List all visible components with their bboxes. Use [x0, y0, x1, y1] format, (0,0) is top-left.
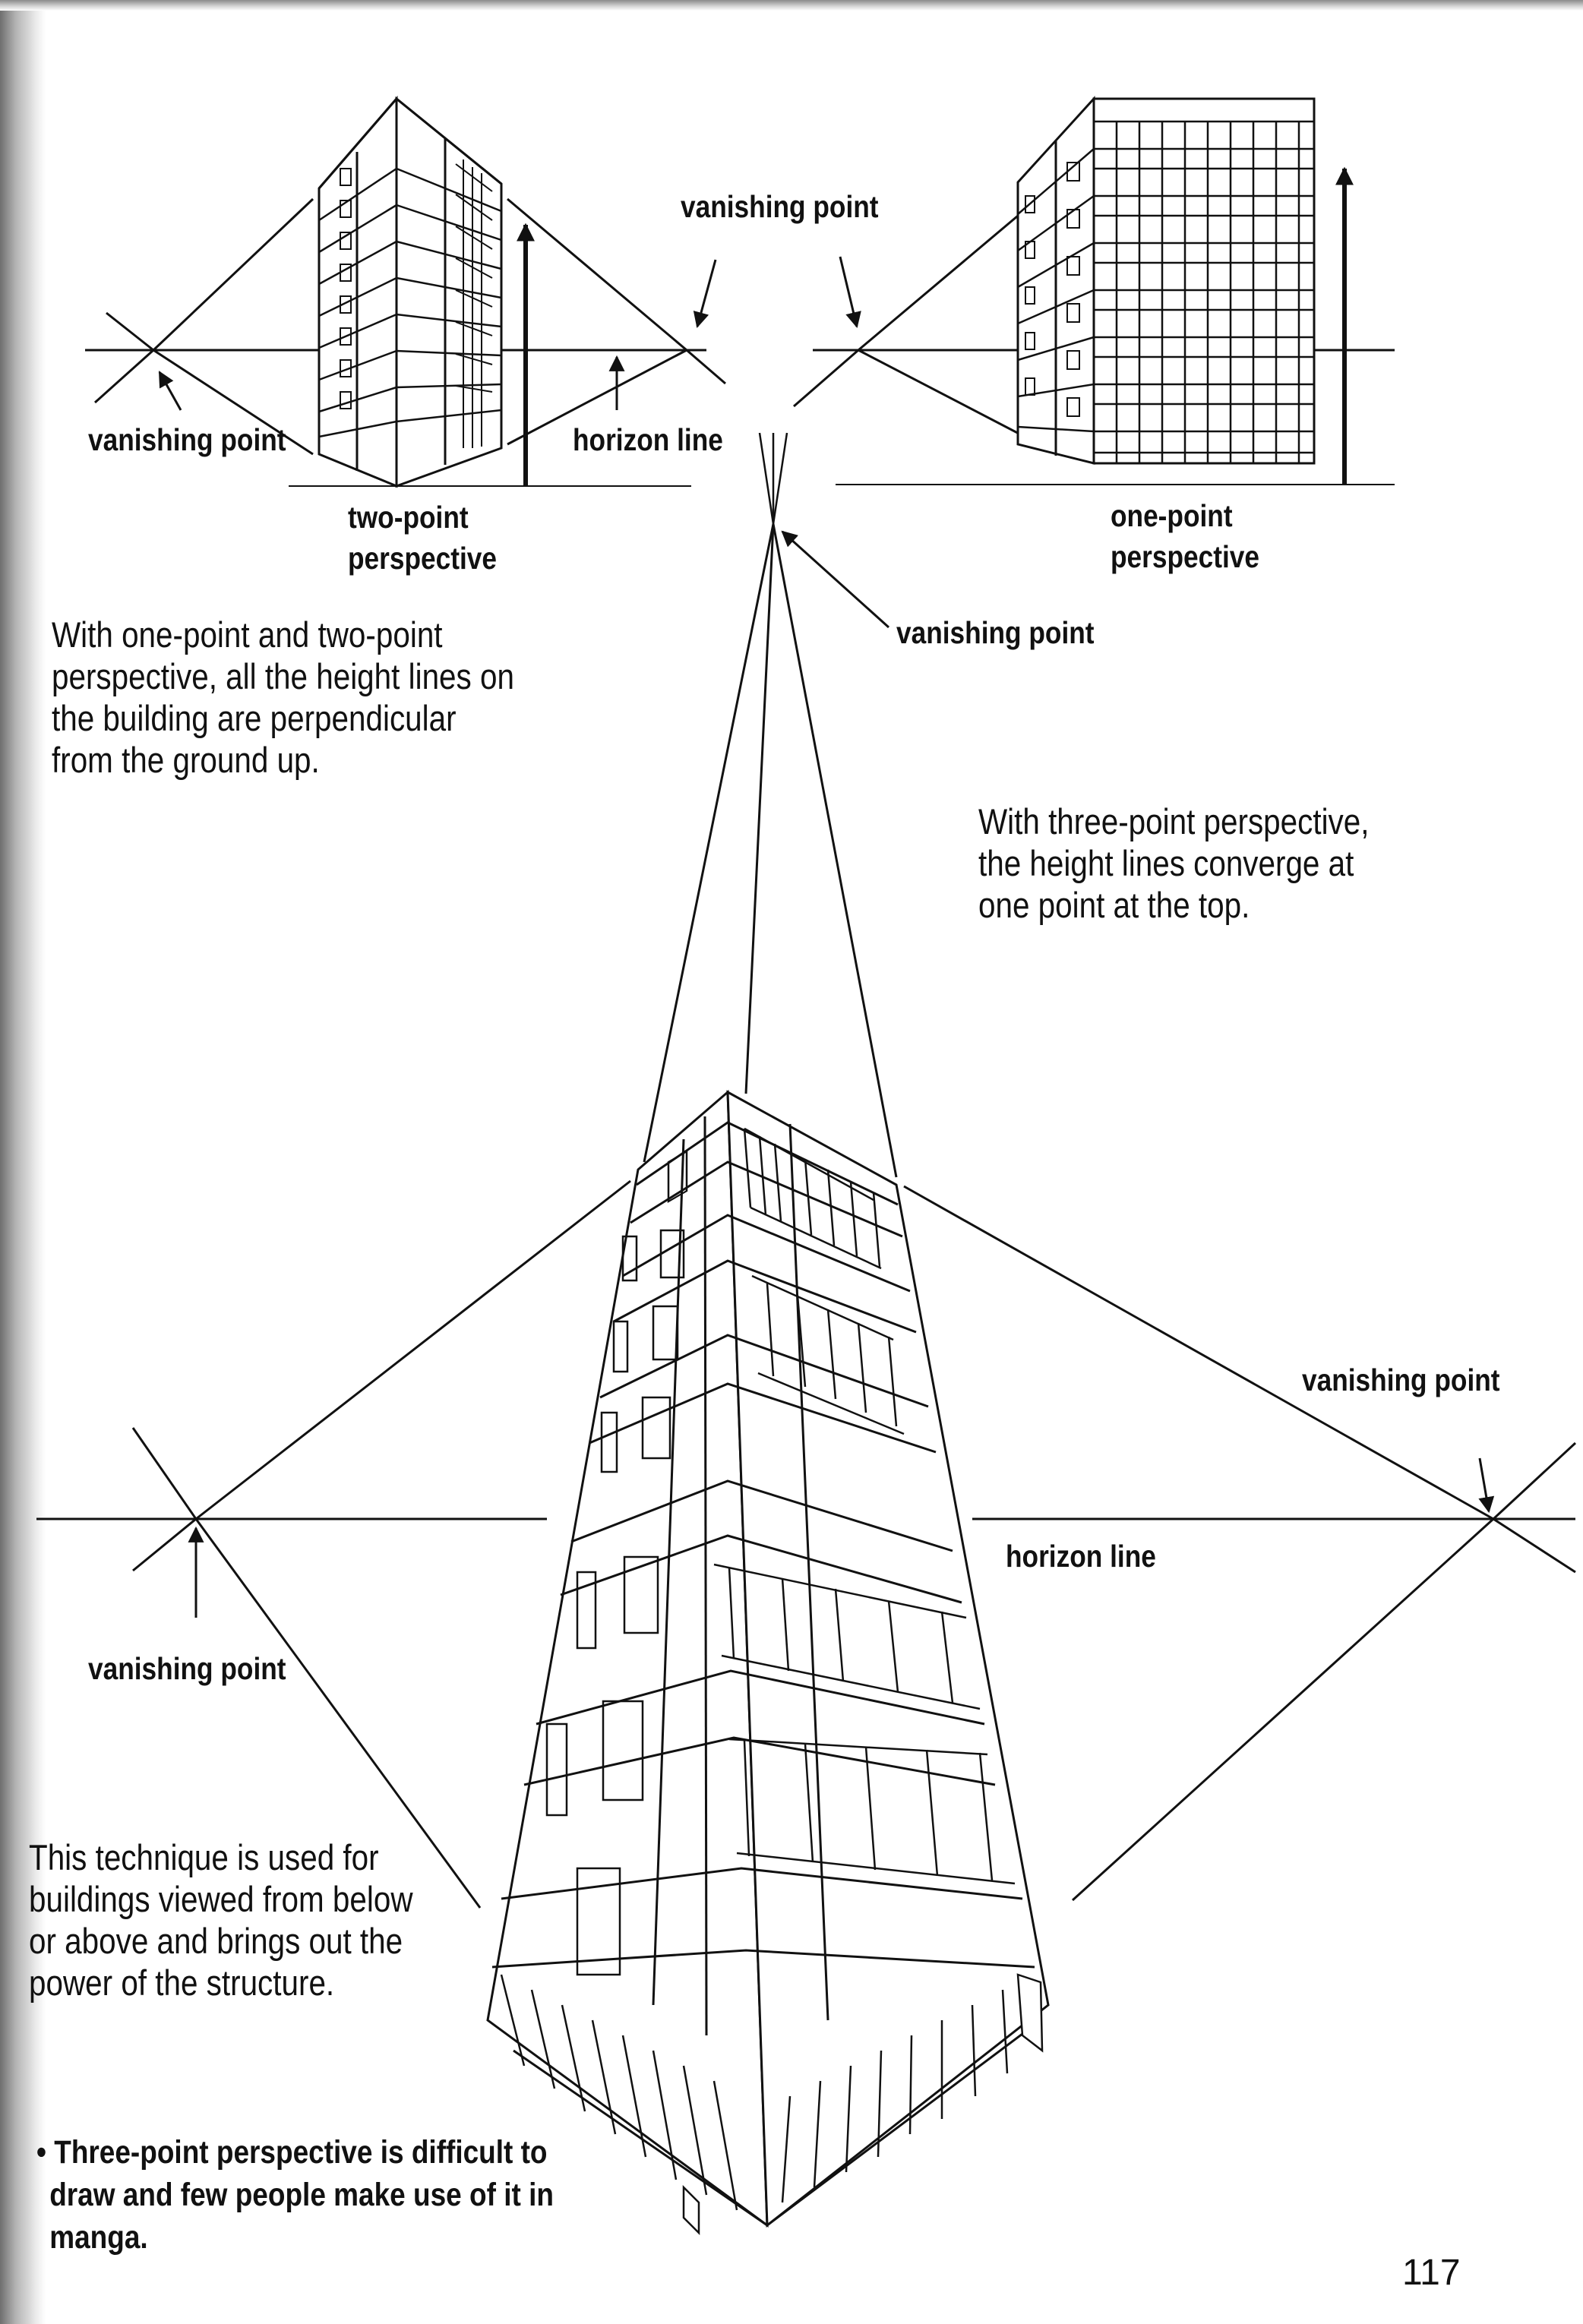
arrow-vp-bottom-right: [1478, 1457, 1495, 1514]
label-vanishing-point-bottom-right: vanishing point: [1302, 1363, 1500, 1397]
paragraph-line: With three-point perspective,: [978, 801, 1370, 842]
paragraph-line: perspective, all the height lines on: [52, 656, 514, 696]
label-two-point-line1: two-point: [348, 500, 469, 535]
paragraph-line: the building are perpendicular: [52, 698, 457, 738]
label-one-point-line1: one-point: [1111, 498, 1233, 533]
label-horizon-line-bottom: horizon line: [1006, 1539, 1156, 1574]
arrow-vp-top-center-left: [693, 259, 717, 329]
central-vanishing-point: [758, 432, 788, 525]
note-line: • Three-point perspective is difficult t…: [36, 2131, 554, 2174]
paragraph-one-two-point: With one-point and two-point perspective…: [52, 614, 514, 781]
arrow-vp-middle: [781, 530, 890, 629]
paragraph-line: the height lines converge at: [978, 843, 1354, 883]
paragraph-line: buildings viewed from below: [29, 1879, 413, 1919]
note-three-point-difficulty: • Three-point perspective is difficult t…: [36, 2131, 554, 2259]
three-point-building: [486, 1089, 1050, 2236]
label-vanishing-point-middle: vanishing point: [896, 615, 1095, 650]
label-one-point-line2: perspective: [1111, 539, 1259, 574]
scan-page-edge-shadow: [0, 0, 46, 2324]
paragraph-technique: This technique is used for buildings vie…: [29, 1836, 413, 2004]
label-two-point-line2: perspective: [348, 541, 497, 576]
one-point-side-windows: [1025, 162, 1080, 417]
note-line-text: Three-point perspective is difficult to: [54, 2134, 548, 2171]
three-point-floor-bands: [491, 1121, 1041, 2227]
two-point-floor-lines: [318, 167, 502, 438]
two-point-windows: [340, 159, 493, 448]
arrow-vp-top-center-right: [839, 256, 861, 329]
annotation-arrows: [158, 256, 1495, 1618]
paragraph-line: from the ground up.: [52, 740, 320, 780]
paragraph-line: This technique is used for: [29, 1837, 379, 1877]
note-line: draw and few people make use of it in: [49, 2177, 554, 2213]
page-number: 117: [1402, 2253, 1461, 2293]
bullet-icon: •: [36, 2134, 46, 2171]
one-point-window-columns: [1115, 122, 1300, 463]
paragraph-line: or above and brings out the: [29, 1921, 403, 1961]
paragraph-line: one point at the top.: [978, 885, 1250, 925]
paragraph-line: With one-point and two-point: [52, 614, 443, 655]
note-line: manga.: [49, 2219, 148, 2256]
paragraph-line: power of the structure.: [29, 1962, 335, 2003]
three-point-right-windows: [713, 1127, 1016, 1885]
three-point-diagram: [36, 523, 1577, 2236]
scan-top-edge-shadow: [0, 0, 1583, 11]
label-vanishing-point-top-center: vanishing point: [681, 189, 879, 224]
three-point-base-pillars: [500, 1973, 1044, 2236]
three-point-left-windows: [545, 1150, 688, 1976]
label-horizon-line-top: horizon line: [573, 422, 723, 457]
label-vanishing-point-bottom-left: vanishing point: [88, 1651, 286, 1686]
arrow-vp-top-left: [158, 371, 182, 411]
label-vanishing-point-top-left: vanishing point: [88, 422, 286, 457]
one-point-diagram: [793, 96, 1395, 485]
two-point-building: [318, 95, 503, 488]
paragraph-three-point: With three-point perspective, the height…: [978, 800, 1369, 926]
one-point-building: [1016, 96, 1316, 465]
two-point-diagram: [85, 95, 726, 488]
